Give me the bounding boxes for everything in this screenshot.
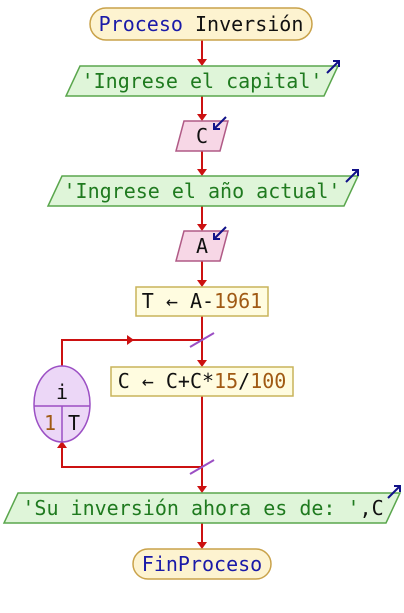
- arrowhead: [197, 360, 207, 367]
- assign-expr: A-: [190, 289, 214, 313]
- assign-expr: C+C*: [166, 369, 214, 393]
- assign-number: 15: [214, 369, 238, 393]
- loop-frame-top: [61, 339, 202, 366]
- assign-number: 1961: [214, 289, 262, 313]
- output-string: 'Su inversión ahora es de: ': [22, 496, 359, 520]
- arrowhead: [197, 114, 207, 121]
- input-anio[interactable]: A: [175, 226, 229, 262]
- arrowhead: [197, 169, 207, 176]
- arrowhead: [197, 280, 207, 287]
- loop-start: 1: [44, 411, 56, 435]
- for-loop-node[interactable]: i 1 T: [33, 365, 91, 443]
- assign-c[interactable]: C ← C+C*15/100: [110, 366, 294, 397]
- output-text: 'Ingrese el capital': [82, 69, 323, 93]
- output-suffix: ,C: [360, 496, 384, 520]
- input-capital[interactable]: C: [175, 116, 229, 152]
- loop-end: T: [68, 411, 80, 435]
- output-arrow-icon: [345, 169, 359, 183]
- assign-t[interactable]: T ← A-1961: [135, 286, 269, 317]
- output-text: 'Ingrese el año actual': [64, 179, 341, 203]
- arrowhead: [197, 542, 207, 549]
- output-arrow-icon: [326, 60, 340, 74]
- loop-frame-bottom: [61, 442, 202, 468]
- input-var: C: [196, 124, 208, 148]
- assign-text: C ← C+C*15/100: [118, 369, 287, 393]
- assign-arrow: ←: [142, 369, 154, 393]
- assign-text: T ← A-1961: [142, 289, 262, 313]
- assign-lhs: C: [118, 369, 130, 393]
- arrowhead: [197, 224, 207, 231]
- loop-top-arrowhead: [127, 335, 134, 345]
- arrowhead: [197, 486, 207, 493]
- arrowhead: [197, 59, 207, 66]
- assign-arrow: ←: [166, 289, 178, 313]
- start-label: Proceso Inversión: [99, 12, 304, 36]
- output-text: 'Su inversión ahora es de: ',C: [22, 496, 383, 520]
- end-keyword: FinProceso: [142, 552, 262, 576]
- output-ingrese-capital[interactable]: 'Ingrese el capital': [64, 60, 340, 97]
- output-arrow-icon: [387, 485, 401, 499]
- end-terminal[interactable]: FinProceso: [132, 548, 272, 580]
- output-su-inversion[interactable]: 'Su inversión ahora es de: ',C: [2, 485, 402, 524]
- loop-exit-tick: [189, 459, 215, 475]
- flow-connectors: [57, 40, 215, 549]
- loop-var: i: [56, 380, 68, 404]
- assign-divide: /: [238, 369, 250, 393]
- assign-number: 100: [250, 369, 286, 393]
- output-ingrese-anio[interactable]: 'Ingrese el año actual': [46, 169, 360, 207]
- start-keyword: Proceso: [99, 12, 183, 36]
- input-var: A: [196, 234, 208, 258]
- start-terminal[interactable]: Proceso Inversión: [89, 7, 313, 41]
- start-separator: [183, 12, 195, 36]
- assign-lhs: T: [142, 289, 154, 313]
- input-arrow-icon: [213, 116, 227, 130]
- input-arrow-icon: [213, 226, 227, 240]
- loop-entry-tick: [189, 332, 215, 348]
- loop-bottom-arrowhead: [57, 441, 67, 448]
- process-name: Inversión: [195, 12, 303, 36]
